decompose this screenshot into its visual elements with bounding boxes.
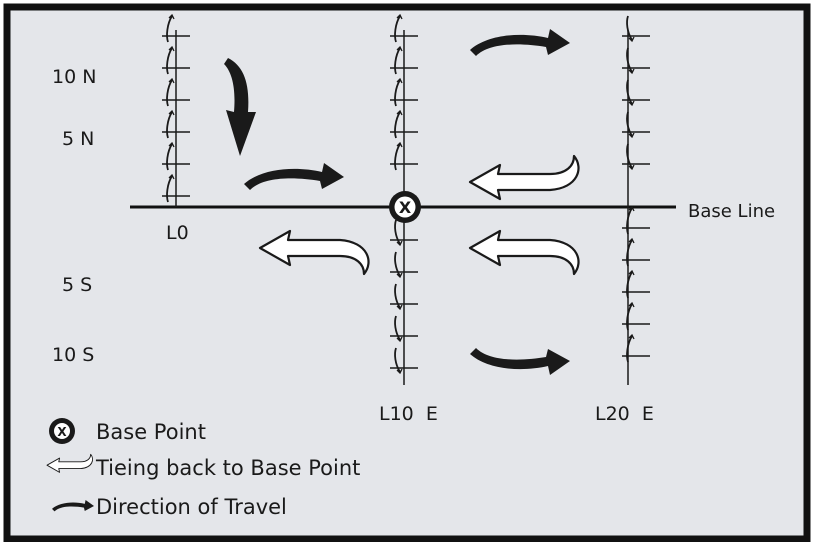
legend-tie-back: Tieing back to Base Point bbox=[95, 456, 360, 480]
legend: X Base Point Tieing back to Base Point D… bbox=[46, 418, 360, 519]
label-l0: L0 bbox=[166, 222, 189, 244]
label-5n: 5 N bbox=[62, 128, 94, 150]
diagram-frame bbox=[3, 3, 811, 543]
survey-line-l20 bbox=[621, 15, 651, 385]
label-5s: 5 S bbox=[62, 274, 92, 296]
label-l10: L10 E bbox=[379, 403, 438, 425]
legend-base-point: Base Point bbox=[96, 420, 206, 444]
solid-arrow-down bbox=[224, 58, 256, 156]
label-base-line: Base Line bbox=[688, 201, 775, 222]
label-l20: L20 E bbox=[595, 403, 654, 425]
svg-text:X: X bbox=[399, 198, 412, 217]
base-point-marker: X bbox=[389, 191, 421, 223]
label-10n: 10 N bbox=[52, 66, 96, 88]
circled-x-icon: X bbox=[49, 418, 75, 444]
svg-text:X: X bbox=[57, 425, 67, 439]
legend-direction: Direction of Travel bbox=[96, 495, 287, 519]
label-10s: 10 S bbox=[52, 344, 94, 366]
survey-line-l0 bbox=[161, 14, 191, 207]
